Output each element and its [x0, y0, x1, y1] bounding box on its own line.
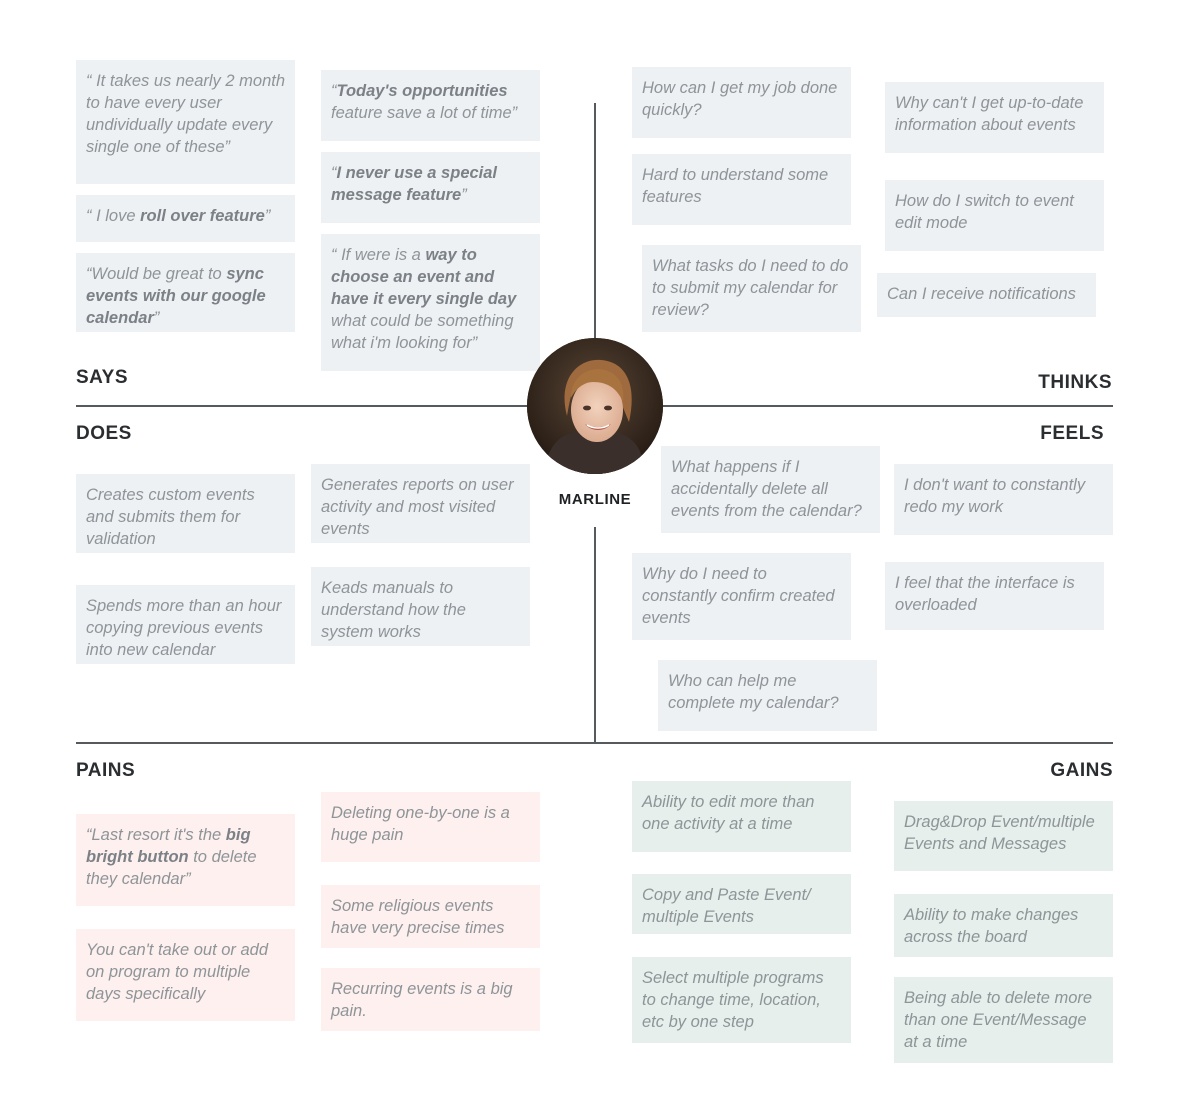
heading-does: DOES: [76, 423, 132, 444]
heading-thinks: THINKS: [1038, 372, 1112, 393]
heading-pains: PAINS: [76, 760, 136, 781]
note-text: Copy and Paste Event/ multiple Events: [642, 886, 811, 926]
says-note: “ If were is a way to choose an event an…: [321, 234, 540, 371]
pains-note: Deleting one-by-one is a huge pain: [321, 792, 540, 862]
thinks-note: How do I switch to event edit mode: [885, 180, 1104, 251]
pains-note: You can't take out or add on program to …: [76, 929, 295, 1021]
feels-note: I don't want to constantly redo my work: [894, 464, 1113, 535]
gains-note: Select multiple programs to change time,…: [632, 957, 851, 1043]
note-text: ”: [264, 207, 271, 225]
note-text: “Last resort it's the: [86, 826, 226, 844]
note-text: Recurring events is a big pain.: [331, 980, 513, 1020]
note-text: Who can help me complete my calendar?: [668, 672, 839, 712]
gains-note: Ability to edit more than one activity a…: [632, 781, 851, 852]
note-text: Some religious events have very precise …: [331, 897, 505, 937]
says-note: “ It takes us nearly 2 month to have eve…: [76, 60, 295, 184]
note-text-bold: Today's opportunities: [336, 82, 508, 100]
note-text: Ability to make changes across the board: [904, 906, 1079, 946]
note-text: “ I love: [86, 207, 141, 225]
divider-horizontal-upper-left: [76, 405, 528, 407]
note-text: Being able to delete more than one Event…: [904, 989, 1093, 1051]
note-text: Can I receive notifications: [887, 285, 1076, 303]
pains-note: Recurring events is a big pain.: [321, 968, 540, 1031]
heading-says: SAYS: [76, 367, 128, 388]
heading-gains: GAINS: [1050, 760, 1113, 781]
divider-vertical-bottom: [594, 527, 596, 743]
avatar-photo-icon: [527, 338, 663, 474]
note-text-bold: big bright button: [86, 826, 251, 866]
note-text: What tasks do I need to do to submit my …: [652, 257, 849, 319]
thinks-note: How can I get my job done quickly?: [632, 67, 851, 138]
persona-name: MARLINE: [558, 491, 632, 508]
does-note: Generates reports on user activity and m…: [311, 464, 530, 543]
feels-note: What happens if I accidentally delete al…: [661, 446, 880, 533]
note-text: ”: [461, 186, 467, 204]
does-note: Spends more than an hour copying previou…: [76, 585, 295, 664]
note-text: feature save a lot of time”: [331, 104, 518, 122]
divider-horizontal-lower: [76, 742, 1113, 744]
note-text: I feel that the interface is overloaded: [895, 574, 1075, 614]
thinks-note: Why can't I get up-to-date information a…: [885, 82, 1104, 153]
note-text: What happens if I accidentally delete al…: [671, 458, 862, 520]
gains-note: Ability to make changes across the board: [894, 894, 1113, 957]
note-text: Creates custom events and submits them f…: [86, 486, 255, 548]
does-note: Creates custom events and submits them f…: [76, 474, 295, 553]
note-text-bold: way to choose an event and have it every…: [331, 246, 517, 308]
thinks-note: Can I receive notifications: [877, 273, 1096, 317]
note-text: I don't want to constantly redo my work: [904, 476, 1086, 516]
note-text: “: [331, 164, 337, 182]
note-text: to delete they calendar”: [86, 848, 257, 888]
says-note: “I never use a special message feature”: [321, 152, 540, 223]
thinks-note: Hard to understand some features: [632, 154, 851, 225]
note-text: Drag&Drop Event/multiple Events and Mess…: [904, 813, 1095, 853]
note-text-bold: sync events with our google calendar: [86, 265, 266, 327]
thinks-note: What tasks do I need to do to submit my …: [642, 245, 861, 332]
note-text: Hard to understand some features: [642, 166, 829, 206]
gains-note: Being able to delete more than one Event…: [894, 977, 1113, 1063]
note-text: Spends more than an hour copying previou…: [86, 597, 282, 659]
note-text-bold: I never use a special message feature: [331, 164, 498, 204]
feels-note: I feel that the interface is overloaded: [885, 562, 1104, 630]
note-text: “ If were is a: [331, 246, 426, 264]
divider-vertical-top: [594, 103, 596, 339]
divider-horizontal-upper-right: [662, 405, 1113, 407]
gains-note: Drag&Drop Event/multiple Events and Mess…: [894, 801, 1113, 871]
pains-note: Some religious events have very precise …: [321, 885, 540, 948]
note-text: Why can't I get up-to-date information a…: [895, 94, 1084, 134]
says-note: “Would be great to sync events with our …: [76, 253, 295, 332]
note-text: “Would be great to: [86, 265, 227, 283]
note-text: “ It takes us nearly 2 month to have eve…: [86, 72, 286, 156]
says-note: “ I love roll over feature”: [76, 195, 295, 242]
note-text: Select multiple programs to change time,…: [642, 969, 824, 1031]
note-text: ”: [153, 309, 160, 327]
note-text: How can I get my job done quickly?: [642, 79, 838, 119]
does-note: Keads manuals to understand how the syst…: [311, 567, 530, 646]
note-text: Generates reports on user activity and m…: [321, 476, 514, 538]
note-text: what could be something what i'm looking…: [331, 312, 514, 352]
pains-note: “Last resort it's the big bright button …: [76, 814, 295, 906]
note-text: How do I switch to event edit mode: [895, 192, 1074, 232]
gains-note: Copy and Paste Event/ multiple Events: [632, 874, 851, 934]
note-text: Ability to edit more than one activity a…: [642, 793, 815, 833]
heading-feels: FEELS: [1040, 423, 1104, 444]
note-text-bold: roll over feature: [140, 207, 265, 225]
note-text: Deleting one-by-one is a huge pain: [331, 804, 510, 844]
says-note: “Today's opportunities feature save a lo…: [321, 70, 540, 141]
note-text: “: [331, 82, 337, 100]
note-text: You can't take out or add on program to …: [86, 941, 269, 1003]
feels-note: Who can help me complete my calendar?: [658, 660, 877, 731]
note-text: Keads manuals to understand how the syst…: [321, 579, 466, 641]
feels-note: Why do I need to constantly confirm crea…: [632, 553, 851, 640]
note-text: Why do I need to constantly confirm crea…: [642, 565, 835, 627]
